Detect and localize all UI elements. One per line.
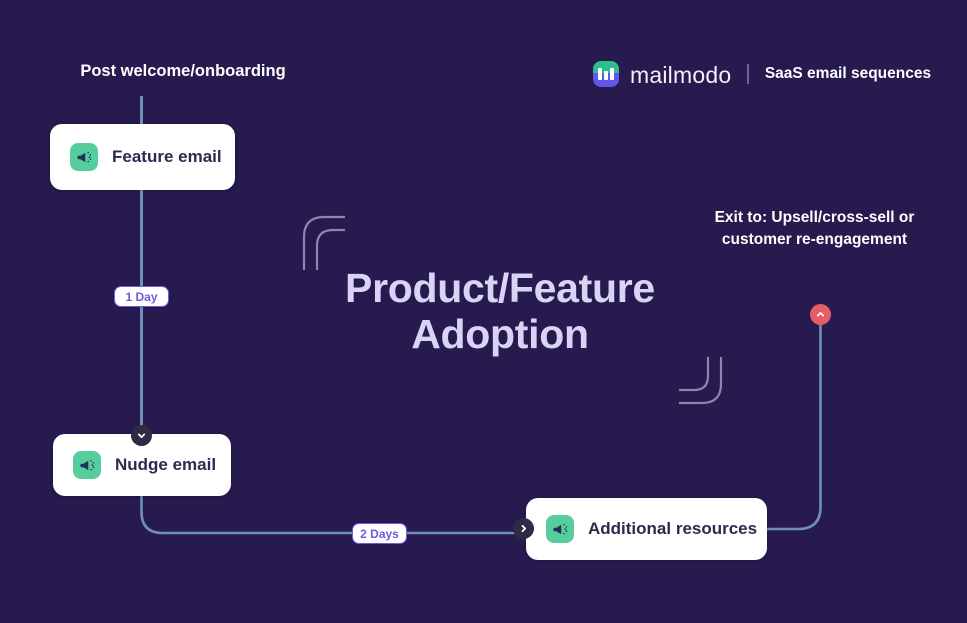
node-label: Feature email [112,147,222,166]
megaphone-icon [70,143,98,171]
add-step-handle-down[interactable] [131,425,152,446]
megaphone-icon [73,451,101,479]
brand-bar: mailmodo SaaS email sequences [593,59,931,89]
flow-title-line-2: Adoption [411,310,589,357]
megaphone-icon [546,515,574,543]
delay-badge-2-days[interactable]: 2 Days [352,523,407,544]
corner-ornament-right [679,357,723,405]
chevron-right-icon [521,524,527,533]
chevron-down-icon [137,433,146,439]
delay-badge-1-day[interactable]: 1 Day [114,286,169,307]
flow-title-line-1: Product/Feature [345,265,655,311]
brand-name: mailmodo [630,61,732,88]
wire-nudge-to-resources [140,496,520,535]
node-label: Additional resources [588,519,758,538]
corner-ornament-left [302,215,345,270]
exit-handle-up[interactable] [810,304,831,325]
add-step-handle-right[interactable] [513,518,534,539]
wire-resources-to-exit [767,318,822,531]
exit-label: Exit to: Upsell/cross-sell or customer r… [714,209,915,248]
chevron-up-icon [816,311,825,317]
node-label: Nudge email [115,455,217,474]
node-additional-resources[interactable]: Additional resources [526,498,767,560]
entry-label: Post welcome/onboarding [80,62,286,80]
flow-title: Product/Feature Adoption [300,265,700,358]
brand-tagline: SaaS email sequences [764,65,932,83]
node-feature-email[interactable]: Feature email [50,124,235,190]
brand-separator [747,64,749,84]
mailmodo-logo-icon [593,61,619,87]
